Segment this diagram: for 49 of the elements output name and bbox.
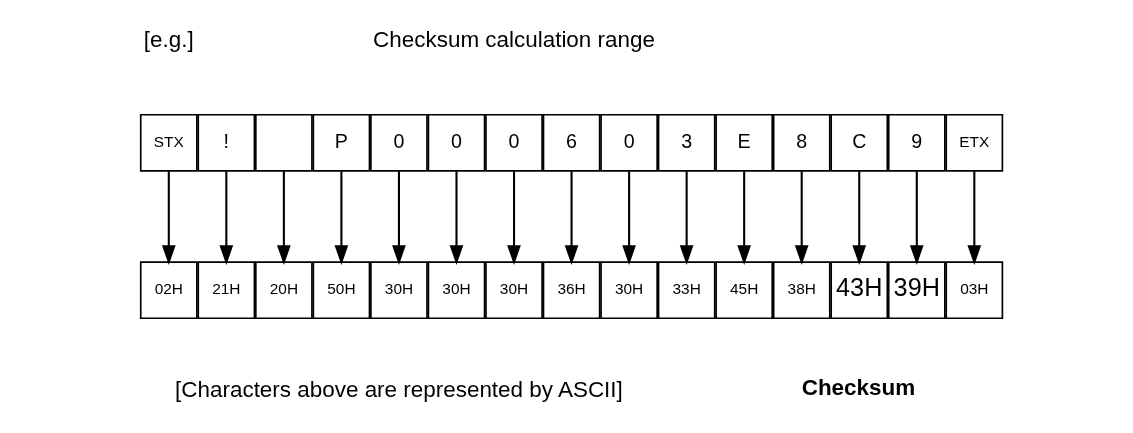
arrow	[334, 171, 348, 265]
node-box: 39H	[887, 261, 946, 320]
node-box: 6	[542, 113, 600, 172]
node-box	[254, 113, 313, 172]
arrow	[794, 171, 809, 265]
arrow	[909, 171, 924, 265]
arrow	[449, 171, 463, 265]
node-box: 38H	[772, 261, 831, 320]
node-box: 0	[484, 113, 543, 172]
label: Checksum calculation range	[372, 27, 655, 53]
arrow	[679, 171, 694, 265]
node-box: 43H	[829, 261, 888, 320]
arrow	[506, 171, 521, 265]
node-box: 0	[599, 113, 658, 172]
node-box: E	[714, 113, 773, 172]
node-box: 30H	[484, 261, 543, 320]
node-box: STX	[139, 113, 198, 172]
node-box: 20H	[254, 261, 313, 320]
arrow	[391, 171, 406, 265]
arrow	[564, 171, 578, 265]
arrow	[736, 171, 751, 265]
node-box: ETX	[944, 113, 1003, 172]
arrow	[621, 171, 636, 265]
node-box: P	[312, 113, 370, 172]
node-box: 9	[887, 113, 946, 172]
arrow	[966, 171, 981, 265]
node-box: 03H	[944, 261, 1003, 320]
label: [e.g.]	[143, 27, 194, 53]
node-box: C	[829, 113, 888, 172]
node-box: 0	[369, 113, 428, 172]
node-box: 36H	[542, 261, 600, 320]
node-box: 30H	[369, 261, 428, 320]
arrow	[161, 171, 176, 265]
node-box: 50H	[312, 261, 370, 320]
node-box: 30H	[427, 261, 485, 320]
node-box: 3	[657, 113, 716, 172]
arrow	[851, 171, 866, 265]
node-box: 21H	[196, 261, 255, 320]
label: Checksum	[801, 375, 915, 401]
arrow	[276, 171, 291, 265]
node-box: 8	[772, 113, 831, 172]
node-box: 0	[427, 113, 485, 172]
label: [Characters above are represented by ASCII]	[174, 376, 623, 402]
node-box: 30H	[599, 261, 658, 320]
node-box: 02H	[139, 261, 198, 320]
node-box: 33H	[657, 261, 716, 320]
node-box: !	[196, 113, 255, 172]
node-box: 45H	[714, 261, 773, 320]
arrow	[218, 171, 233, 265]
